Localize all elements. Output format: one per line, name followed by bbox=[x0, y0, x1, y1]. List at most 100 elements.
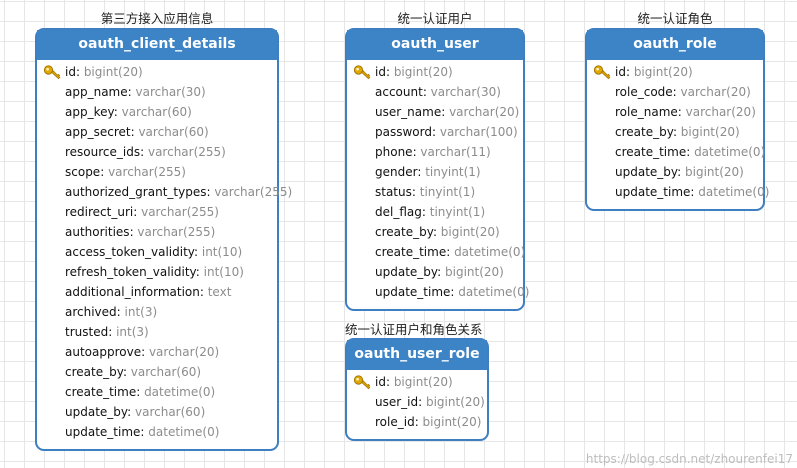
caption-oauth-user: 统一认证用户 bbox=[397, 11, 473, 26]
field-list: id: bigint(20)role_code: varchar(20)role… bbox=[587, 60, 769, 202]
field-type: bigint(20) bbox=[425, 395, 485, 409]
field-name: role_name bbox=[615, 105, 678, 119]
field-row[interactable]: app_secret: varchar(60) bbox=[37, 122, 277, 142]
field-separator: : bbox=[122, 365, 131, 379]
field-name: del_flag bbox=[375, 205, 422, 219]
field-row[interactable]: phone: varchar(11) bbox=[347, 142, 523, 162]
field-separator: : bbox=[129, 225, 138, 239]
field-type: varchar(60) bbox=[121, 105, 192, 119]
field-row[interactable]: create_time: datetime(0) bbox=[587, 142, 766, 162]
field-type: varchar(20) bbox=[449, 105, 520, 119]
field-type: bigint(20) bbox=[445, 265, 504, 279]
field-name: id bbox=[615, 65, 626, 79]
field-row[interactable]: id: bigint(20) bbox=[347, 372, 487, 392]
field-type: datetime(0) bbox=[148, 425, 220, 439]
field-separator: : bbox=[418, 395, 426, 409]
field-separator: : bbox=[141, 345, 149, 359]
field-separator: : bbox=[108, 325, 117, 339]
entity-title: oauth_user bbox=[347, 30, 523, 60]
field-row[interactable]: autoapprove: varchar(20) bbox=[37, 342, 277, 362]
field-row[interactable]: create_time: datetime(0) bbox=[37, 382, 277, 402]
field-row[interactable]: update_by: bigint(20) bbox=[587, 162, 763, 182]
field-separator: : bbox=[140, 425, 149, 439]
field-row[interactable]: user_id: bigint(20) bbox=[347, 392, 487, 412]
field-row[interactable]: app_name: varchar(30) bbox=[37, 82, 277, 102]
field-type: varchar(20) bbox=[148, 345, 220, 359]
field-row[interactable]: app_key: varchar(60) bbox=[37, 102, 277, 122]
field-type: datetime(0) bbox=[458, 285, 530, 299]
field-separator: : bbox=[130, 125, 139, 139]
field-row[interactable]: access_token_validity: int(10) bbox=[37, 242, 277, 262]
field-row[interactable]: refresh_token_validity: int(10) bbox=[37, 262, 277, 282]
field-row[interactable]: authorized_grant_types: varchar(255) bbox=[37, 182, 292, 202]
field-name: autoapprove bbox=[65, 345, 142, 359]
field-row[interactable]: id: bigint(20) bbox=[587, 62, 763, 82]
field-row[interactable]: role_id: bigint(20) bbox=[347, 412, 487, 432]
field-row[interactable]: role_name: varchar(20) bbox=[587, 102, 763, 122]
field-row[interactable]: redirect_uri: varchar(255) bbox=[37, 202, 277, 222]
field-row[interactable]: additional_information: text bbox=[37, 282, 277, 302]
field-type: bigint(20) bbox=[633, 65, 693, 79]
field-list: id: bigint(20)user_id: bigint(20)role_id… bbox=[347, 370, 487, 432]
field-row[interactable]: create_by: bigint(20) bbox=[347, 222, 523, 242]
field-name: id bbox=[375, 65, 386, 79]
field-row[interactable]: trusted: int(3) bbox=[37, 322, 277, 342]
field-separator: : bbox=[437, 265, 445, 279]
field-row[interactable]: status: tinyint(1) bbox=[347, 182, 523, 202]
field-row[interactable]: user_name: varchar(20) bbox=[347, 102, 523, 122]
field-row[interactable]: update_by: varchar(60) bbox=[37, 402, 277, 422]
field-type: datetime(0) bbox=[454, 245, 526, 259]
field-name: redirect_uri bbox=[65, 205, 134, 219]
field-row[interactable]: update_time: datetime(0) bbox=[347, 282, 529, 302]
field-type: varchar(30) bbox=[135, 85, 206, 99]
entity-oauth-role[interactable]: oauth_role id: bigint(20)role_code: varc… bbox=[585, 28, 769, 211]
field-type: bigint(20) bbox=[422, 415, 482, 429]
field-row[interactable]: update_by: bigint(20) bbox=[347, 262, 523, 282]
field-type: int(3) bbox=[116, 325, 149, 339]
field-name: id bbox=[65, 65, 76, 79]
field-name: update_by bbox=[375, 265, 438, 279]
field-separator: : bbox=[195, 265, 204, 279]
field-name: create_time bbox=[375, 245, 447, 259]
field-name: app_secret bbox=[65, 125, 131, 139]
field-row[interactable]: create_by: varchar(60) bbox=[37, 362, 277, 382]
field-separator: : bbox=[414, 415, 423, 429]
field-row[interactable]: password: varchar(100) bbox=[347, 122, 523, 142]
field-row[interactable]: role_code: varchar(20) bbox=[587, 82, 763, 102]
field-name: user_id bbox=[375, 395, 419, 409]
field-name: status bbox=[375, 185, 412, 199]
field-row[interactable]: create_by: bigint(20) bbox=[587, 122, 763, 142]
field-type: bigint(20) bbox=[393, 65, 453, 79]
entity-oauth-user-role[interactable]: oauth_user_role id: bigint(20)user_id: b… bbox=[345, 338, 489, 441]
field-row[interactable]: gender: tinyint(1) bbox=[347, 162, 523, 182]
field-row[interactable]: id: bigint(20) bbox=[347, 62, 523, 82]
field-separator: : bbox=[441, 105, 450, 119]
entity-oauth-user[interactable]: oauth_user id: bigint(20)account: varcha… bbox=[345, 28, 529, 311]
field-row[interactable]: resource_ids: varchar(255) bbox=[37, 142, 277, 162]
field-row[interactable]: del_flag: tinyint(1) bbox=[347, 202, 523, 222]
field-name: authorized_grant_types bbox=[65, 185, 207, 199]
field-row[interactable]: account: varchar(30) bbox=[347, 82, 523, 102]
primary-key-icon bbox=[353, 375, 371, 390]
field-type: datetime(0) bbox=[694, 145, 766, 159]
field-name: update_by bbox=[65, 405, 128, 419]
field-separator: : bbox=[431, 125, 440, 139]
field-name: create_by bbox=[375, 225, 433, 239]
field-name: access_token_validity bbox=[65, 245, 194, 259]
field-row[interactable]: archived: int(3) bbox=[37, 302, 277, 322]
field-row[interactable]: id: bigint(20) bbox=[37, 62, 277, 82]
field-row[interactable]: create_time: datetime(0) bbox=[347, 242, 526, 262]
field-name: user_name bbox=[375, 105, 442, 119]
field-row[interactable]: update_time: datetime(0) bbox=[37, 422, 277, 442]
field-row[interactable]: update_time: datetime(0) bbox=[587, 182, 769, 202]
field-separator: : bbox=[422, 85, 431, 99]
field-separator: : bbox=[140, 145, 148, 159]
field-type: varchar(255) bbox=[137, 225, 216, 239]
field-row[interactable]: scope: varchar(255) bbox=[37, 162, 277, 182]
field-separator: : bbox=[385, 65, 394, 79]
field-name: role_code bbox=[615, 85, 673, 99]
entity-oauth-client-details[interactable]: oauth_client_details id: bigint(20)app_n… bbox=[35, 28, 292, 451]
field-row[interactable]: authorities: varchar(255) bbox=[37, 222, 277, 242]
field-separator: : bbox=[677, 105, 686, 119]
field-separator: : bbox=[432, 225, 441, 239]
